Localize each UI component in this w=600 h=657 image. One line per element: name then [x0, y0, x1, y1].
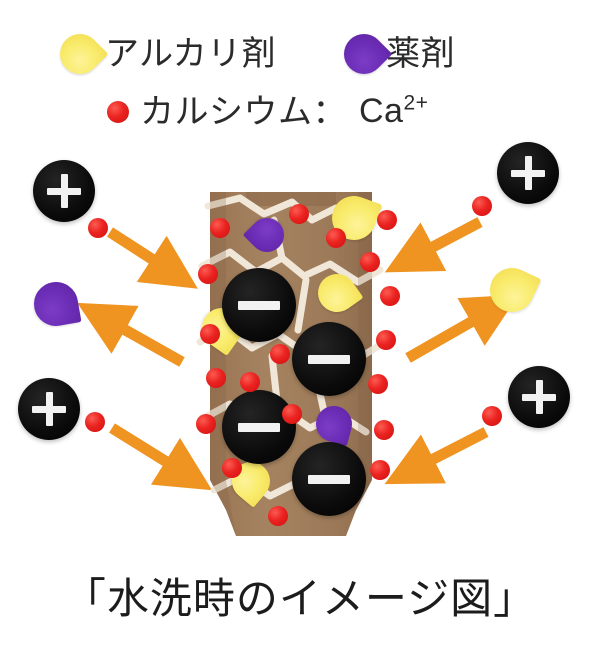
legend-label-calcium: カルシウム：	[140, 92, 347, 131]
calcium-dot	[377, 210, 397, 230]
calcium-dot	[380, 286, 400, 306]
calcium-dot	[268, 506, 288, 526]
calcium-dot	[206, 368, 226, 388]
plus-charge-top-right	[497, 142, 559, 204]
calcium-dot	[374, 420, 394, 440]
calcium-dot	[289, 204, 309, 224]
calcium-dot	[222, 458, 242, 478]
ion-inflow-arrow-top-left	[107, 227, 198, 289]
purple-droplet-outside-left	[30, 278, 82, 330]
yellow-droplet-icon	[51, 25, 109, 83]
calcium-formula: Ca2+	[359, 92, 428, 131]
calcium-dot	[370, 460, 390, 480]
calcium-dot	[326, 228, 346, 248]
ion-inflow-arrow-bottom-left	[109, 423, 213, 491]
plus-sign-icon	[524, 156, 532, 190]
legend-label-agent: 薬剤	[386, 35, 456, 73]
agent-outflow-arrow-left	[77, 302, 185, 367]
agent-outflow-arrow-right	[405, 294, 519, 363]
minus-sign-icon	[238, 300, 280, 310]
calcium-dot	[360, 252, 380, 272]
calcium-dot-near-plus-bottom-left	[85, 412, 105, 432]
calcium-dot	[198, 264, 218, 284]
plus-charge-top-left	[33, 160, 95, 222]
minus-sign-icon	[308, 474, 350, 484]
calcium-dot	[196, 414, 216, 434]
calcium-symbol: Ca	[359, 92, 404, 130]
plus-sign-icon	[45, 392, 53, 426]
red-dot-icon	[96, 100, 140, 123]
calcium-dot	[376, 330, 396, 350]
plus-sign-icon	[535, 380, 543, 414]
calcium-dot	[368, 374, 388, 394]
calcium-dot	[282, 404, 302, 424]
legend-row-calcium: カルシウム： Ca2+	[96, 92, 428, 131]
figure-caption: 「水洗時のイメージ図」	[63, 575, 537, 622]
minus-sign-icon	[238, 422, 280, 432]
legend-label-alkali: アルカリ剤	[105, 35, 277, 73]
calcium-dot	[240, 372, 260, 392]
minus-sign-icon	[308, 354, 350, 364]
minus-charge-1	[222, 268, 296, 342]
calcium-dot	[210, 218, 230, 238]
calcium-dot-near-plus-bottom-right	[482, 406, 502, 426]
ion-inflow-arrow-bottom-right	[384, 427, 489, 485]
calcium-dot	[270, 344, 290, 364]
plus-charge-bottom-left	[18, 378, 80, 440]
plus-sign-icon	[60, 174, 68, 208]
ion-inflow-arrow-top-right	[384, 217, 483, 273]
purple-droplet-icon	[335, 25, 393, 83]
yellow-droplet-outside-right	[482, 260, 542, 320]
calcium-dot	[200, 324, 220, 344]
minus-charge-2	[292, 322, 366, 396]
calcium-charge: 2+	[403, 91, 429, 115]
legend-row-top: アルカリ剤 薬剤	[51, 25, 456, 83]
calcium-dot-near-plus-top-left	[88, 218, 108, 238]
minus-charge-3	[222, 390, 296, 464]
calcium-dot-near-plus-top-right	[472, 196, 492, 216]
minus-charge-4	[292, 442, 366, 516]
plus-charge-bottom-right	[508, 366, 570, 428]
